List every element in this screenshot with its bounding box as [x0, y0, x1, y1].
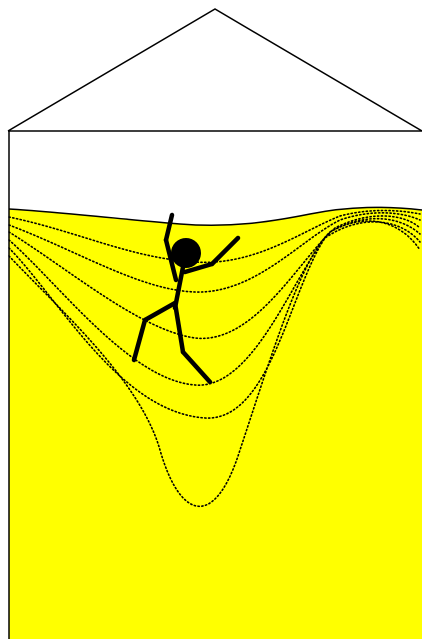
figure-arm-right	[182, 261, 215, 275]
figure-leg-right-shin	[180, 349, 213, 385]
figure-body	[172, 264, 186, 311]
figure-leg-left-thigh	[142, 300, 178, 323]
silo-fill	[9, 207, 422, 639]
flow-line	[8, 209, 421, 264]
stick-figure	[131, 212, 241, 385]
figure-leg-left-shin	[131, 317, 148, 363]
flow-line	[8, 215, 421, 339]
fill-surface	[8, 206, 422, 226]
figure-arm-left	[163, 237, 179, 283]
flow-line	[8, 212, 421, 293]
silo-roof	[7, 8, 422, 132]
figure-arm-right-upper	[209, 235, 241, 267]
flow-lines	[8, 209, 421, 508]
figure-leg-right-thigh	[172, 300, 186, 355]
figure-arm-left-upper	[163, 212, 175, 243]
flow-line	[8, 217, 421, 386]
figure-head	[171, 238, 201, 268]
flow-line	[8, 220, 421, 508]
